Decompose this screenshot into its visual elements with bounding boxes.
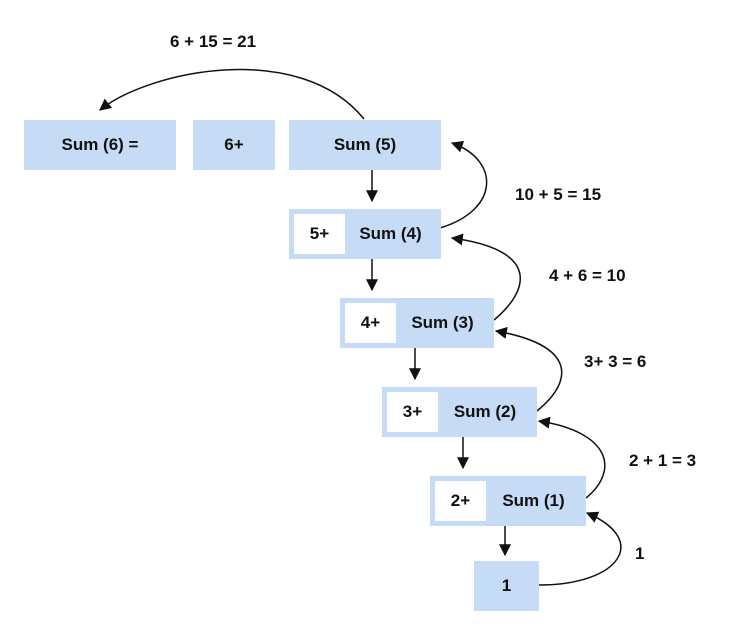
return-arrow [538,511,622,586]
plus6-box: 6+ [193,120,275,170]
sum6-box: Sum (6) = [24,120,176,170]
return-arrow [450,233,522,321]
step-box-sum2: 3+ Sum (2) [382,387,537,437]
step-multiplier: 4+ [345,303,396,343]
step-box-sum3: 4+ Sum (3) [340,298,494,348]
step-box-sum1: 2+ Sum (1) [430,476,586,526]
result-label: 1 [635,544,645,563]
result-label: 10 + 5 = 15 [515,185,602,204]
step-recursive-call: Sum (2) [453,402,517,421]
result-label: 3+ 3 = 6 [584,352,647,371]
step-multiplier: 3+ [387,392,438,432]
return-arrow [439,140,488,229]
step-box-sum4: 5+ Sum (4) [289,209,441,259]
step-multiplier: 5+ [294,214,345,254]
step-multiplier: 2+ [435,481,486,521]
return-arrow [494,326,563,412]
step-recursive-call: Sum (1) [502,491,565,510]
result-label: 6 + 15 = 21 [170,32,257,51]
step-recursive-call: Sum (3) [411,313,474,332]
return-arrow [99,68,365,120]
result-label: 4 + 6 = 10 [549,266,626,285]
base-case-box: 1 [474,561,539,611]
step-recursive-call: Sum (4) [359,224,422,243]
return-arrow [537,416,606,499]
result-label: 2 + 1 = 3 [629,451,697,470]
sum5-box: Sum (5) [289,120,441,170]
